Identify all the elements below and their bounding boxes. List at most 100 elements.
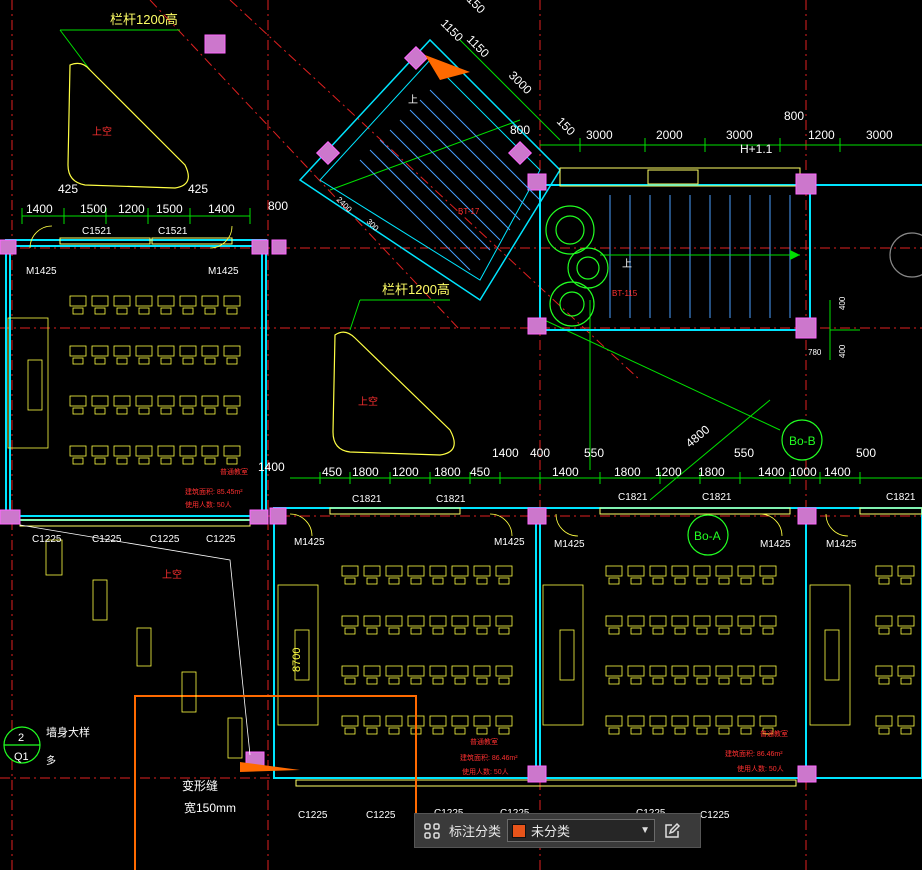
dim-r-5: 3000 [866, 128, 893, 142]
chair [878, 677, 890, 685]
room3-name: 普通教室 [760, 729, 788, 738]
category-color-swatch [512, 823, 527, 838]
desk [363, 715, 381, 727]
chair [432, 627, 444, 635]
dim-tl-5: 1400 [208, 202, 235, 216]
desk [737, 615, 755, 627]
desk [179, 395, 197, 407]
desk [429, 665, 447, 677]
room2-people: 使用人数: 50人 [462, 767, 509, 776]
chair [878, 627, 890, 635]
room3-area: 建筑面积: 86.46m² [725, 749, 783, 758]
desk [473, 565, 491, 577]
desk [385, 615, 403, 627]
chair [674, 577, 686, 585]
edit-icon[interactable] [661, 820, 683, 842]
chair [696, 577, 708, 585]
chair [652, 677, 664, 685]
chair [160, 357, 172, 365]
railing-note-mid: 栏杆1200高 [382, 282, 450, 297]
window-c1225-2: C1225 [92, 534, 122, 545]
desk [759, 615, 777, 627]
desk [407, 615, 425, 627]
chair [498, 577, 510, 585]
dim-mid-4: 1200 [392, 465, 419, 479]
chair [72, 357, 84, 365]
dim-425b: 425 [188, 182, 208, 196]
chair [608, 677, 620, 685]
wall-detail-label: 墙身大样 [46, 725, 90, 739]
window-c1225-4: C1225 [206, 534, 236, 545]
chair [762, 677, 774, 685]
chair [652, 577, 664, 585]
window-c1821-b: C1821 [436, 494, 466, 505]
chair [630, 677, 642, 685]
chair [454, 727, 466, 735]
columns [0, 34, 817, 783]
chair [366, 727, 378, 735]
chair [674, 727, 686, 735]
grid-icon[interactable] [421, 820, 443, 842]
desk [605, 715, 623, 727]
desk [875, 615, 893, 627]
desk [223, 395, 241, 407]
desk [91, 395, 109, 407]
dim-mid-11: 1200 [655, 465, 682, 479]
chair [900, 627, 912, 635]
desk [605, 665, 623, 677]
chair [900, 677, 912, 685]
dim-mid-10: 1800 [614, 465, 641, 479]
axis-a-label: Bo-A [694, 529, 721, 543]
dimension-lines [21, 29, 922, 501]
chair [454, 627, 466, 635]
category-select[interactable]: 未分类 ▼ [507, 819, 656, 842]
void-label-tl: 上空 [92, 125, 112, 138]
desk [473, 715, 491, 727]
desk [223, 445, 241, 457]
chair [630, 727, 642, 735]
chair [900, 727, 912, 735]
chair [652, 627, 664, 635]
chair [476, 677, 488, 685]
dim-tl-1: 1400 [26, 202, 53, 216]
dim-1400-left: 1400 [258, 460, 285, 474]
desk [179, 445, 197, 457]
chair [138, 457, 150, 465]
chair [608, 727, 620, 735]
desk [649, 665, 667, 677]
desk [69, 295, 87, 307]
chair [718, 577, 730, 585]
dim-r-4: 1200 [808, 128, 835, 142]
desk [135, 395, 153, 407]
desk [451, 715, 469, 727]
desk [897, 715, 915, 727]
desk [495, 665, 513, 677]
dim-mid-7: 1400 [552, 465, 579, 479]
desk [157, 295, 175, 307]
desk [671, 565, 689, 577]
chair [762, 577, 774, 585]
chair [226, 357, 238, 365]
chair [226, 307, 238, 315]
desk [451, 565, 469, 577]
chair [388, 627, 400, 635]
dim-mid-6: 450 [470, 465, 490, 479]
chair [410, 627, 422, 635]
desk [627, 665, 645, 677]
chair [204, 457, 216, 465]
desk [875, 715, 893, 727]
dim-400a: 400 [838, 296, 847, 310]
desk [91, 345, 109, 357]
chair [160, 457, 172, 465]
trees [545, 205, 922, 327]
door-m1425-5: M1425 [554, 539, 585, 550]
detail-number: 2 [18, 732, 24, 744]
door-swings [29, 225, 849, 537]
chair [388, 727, 400, 735]
dim-r-3: 3000 [726, 128, 753, 142]
chair [476, 577, 488, 585]
desk [737, 715, 755, 727]
chair [432, 677, 444, 685]
chair [182, 407, 194, 415]
